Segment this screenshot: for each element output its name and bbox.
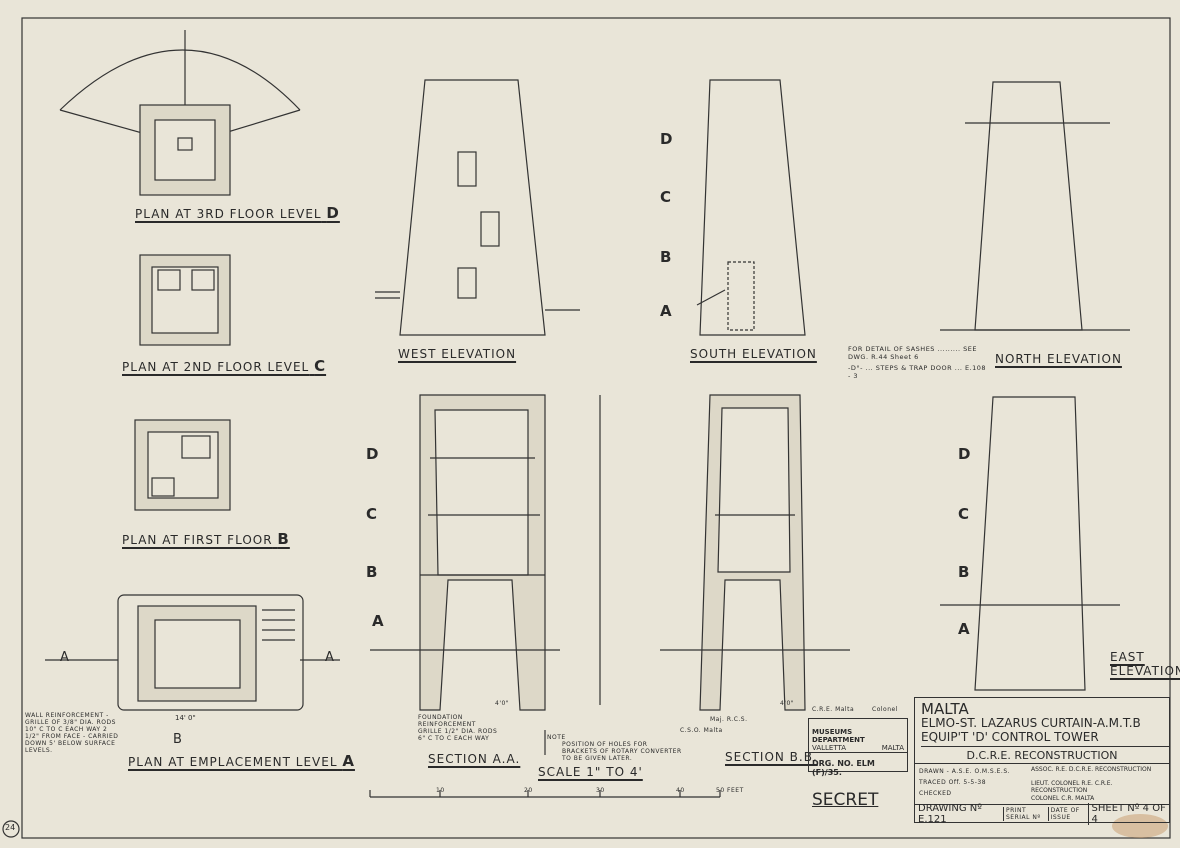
section-level-c: C [366, 505, 378, 523]
signature-right-sub: C.R.E. Malta [812, 706, 855, 713]
note-body: POSITION OF HOLES FOR BRACKETS OF ROTARY… [562, 741, 682, 762]
title-line-1: MALTA [921, 700, 969, 718]
drawn-by: DRAWN - A.S.E. O.M.S.E.S. [919, 768, 1011, 775]
section-level-a: A [372, 612, 384, 630]
section-mark-a-right: A [325, 650, 334, 665]
field-of-view-arc [59, 49, 301, 111]
section-bb-dim: 4'0" [780, 700, 795, 707]
stamp-title: MUSEUMS DEPARTMENT [812, 728, 865, 744]
section-mark-a-left: A [60, 650, 69, 665]
section-aa-dim: 4'0" [495, 700, 510, 707]
section-aa-drawing [370, 394, 601, 711]
steps-note: -D°- ... STEPS & TRAP DOOR ... E.108 - 3 [848, 364, 987, 380]
wall-reinforcement-note: WALL REINFORCEMENT - GRILLE OF 3/8" DIA.… [25, 712, 119, 754]
south-elevation-tower [696, 79, 806, 336]
section-bb-drawing [660, 394, 850, 711]
stamp-place: VALLETTA [812, 744, 847, 752]
plan-level-a [45, 594, 546, 755]
signature-right-role: Colonel [872, 706, 898, 713]
scale-tick-30: 30 [596, 787, 605, 794]
sashes-note: FOR DETAIL OF SASHES ......... SEE DWG. … [848, 345, 977, 361]
east-elevation-tower [940, 396, 1120, 691]
scale-label: SCALE 1" TO 4' [538, 765, 643, 779]
east-elevation-label: EAST ELEVATION [1110, 650, 1180, 678]
note-title: NOTE [547, 734, 566, 741]
date-of-issue: DATE OF ISSUE [1047, 806, 1088, 821]
east-level-a: A [958, 620, 970, 638]
sheet-border [21, 17, 1171, 839]
plan-b-label: PLAN AT FIRST FLOOR B [122, 530, 290, 548]
north-elevation-label: NORTH ELEVATION [995, 352, 1122, 366]
north-elevation-tower [940, 81, 1130, 331]
signature-left-role: Maj. R.C.S. [710, 716, 748, 723]
print-serial: PRINT SERIAL Nº [1002, 806, 1048, 821]
west-elevation-tower [375, 79, 580, 336]
east-level-c: C [958, 505, 970, 523]
scale-tick-10: 10 [436, 787, 445, 794]
scale-tick-20: 20 [524, 787, 533, 794]
scale-bar [369, 790, 721, 798]
plan-level-d [139, 104, 231, 196]
plan-level-b [134, 419, 231, 511]
stamp-drg-no: DRG. NO. ELM (F)/35. [809, 752, 907, 783]
signature-left-sub: C.S.O. Malta [680, 727, 723, 734]
section-mark-b: B [173, 732, 182, 747]
stamp-country: MALTA [881, 744, 904, 752]
signature-3-role: COLONEL C.R. MALTA [1031, 795, 1095, 802]
scale-tick-40: 40 [676, 787, 685, 794]
level-b-marker: B [660, 248, 672, 266]
level-c-marker: C [660, 188, 672, 206]
checked-by: CHECKED [919, 790, 952, 797]
scale-tick-50: 50 FEET [716, 787, 744, 794]
title-line-2: ELMO-ST. LAZARUS CURTAIN-A.M.T.B [921, 716, 1141, 730]
title-block: MALTA ELMO-ST. LAZARUS CURTAIN-A.M.T.B E… [914, 697, 1170, 825]
drawing-number: DRAWING Nº E.121 [918, 802, 982, 825]
plan-d-label: PLAN AT 3RD FLOOR LEVEL D [135, 204, 340, 222]
level-d-marker: D [660, 130, 673, 148]
foundation-note: FOUNDATION REINFORCEMENT GRILLE 1/2" DIA… [418, 714, 498, 742]
plan-level-c [139, 254, 231, 346]
signature-2-role: LIEUT. COLONEL R.E. C.R.E. RECONSTRUCTIO… [1031, 780, 1113, 794]
south-elevation-label: SOUTH ELEVATION [690, 347, 817, 361]
east-level-b: B [958, 563, 970, 581]
section-aa-label: SECTION A.A. [428, 752, 521, 766]
traced-by: TRACED Off. 5-5-38 [919, 779, 987, 786]
west-elevation-label: WEST ELEVATION [398, 347, 517, 361]
section-level-d: D [366, 445, 379, 463]
east-level-d: D [958, 445, 971, 463]
corner-number: 24 [5, 823, 16, 832]
sheet-number: SHEET Nº 4 OF 4 [1087, 802, 1169, 825]
signature-1-role: ASSOC. R.E. D.C.R.E. RECONSTRUCTION [1031, 766, 1152, 773]
stain [1112, 814, 1168, 838]
section-bb-label: SECTION B.B. [725, 750, 818, 764]
plan-c-label: PLAN AT 2ND FLOOR LEVEL C [122, 357, 327, 375]
corner-circle [2, 820, 20, 838]
plan-a-width: 14' 0" [175, 714, 196, 722]
level-a-marker: A [660, 302, 672, 320]
title-line-4: D.C.R.E. RECONSTRUCTION [915, 749, 1169, 764]
title-line-3: EQUIP'T 'D' CONTROL TOWER [921, 730, 1169, 747]
section-level-b: B [366, 563, 378, 581]
plan-a-label: PLAN AT EMPLACEMENT LEVEL A [128, 752, 355, 770]
secret-label: SECRET [812, 790, 879, 810]
